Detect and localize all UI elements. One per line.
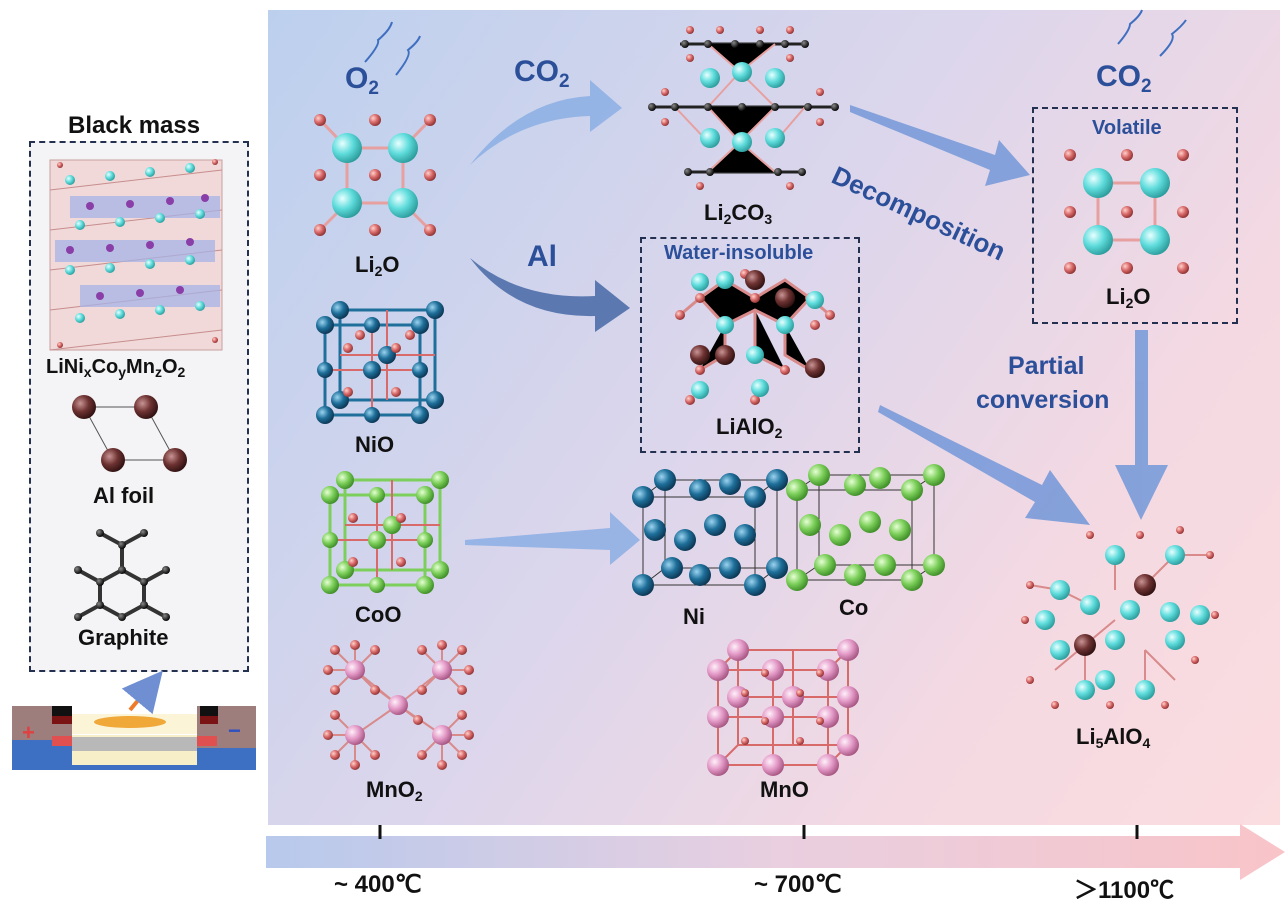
arrow-decomposition [850, 105, 1030, 186]
battery-cell-schematic [12, 670, 256, 770]
li2co3-label: Li2CO3 [704, 200, 773, 227]
arrow-al [470, 258, 630, 332]
temperature-axis [266, 824, 1285, 880]
arrow-to-li5alo4 [878, 405, 1090, 525]
co-structure [786, 464, 945, 591]
co2-label-release: CO2 [1096, 60, 1152, 97]
li5alo4-structure [1021, 526, 1219, 709]
black-mass-title: Black mass [68, 112, 201, 139]
li5alo4-label: Li5AlO4 [1076, 724, 1151, 751]
ni-structure [632, 469, 788, 596]
water-insoluble-box [640, 237, 860, 453]
nio-structure [316, 301, 444, 424]
al-foil-label: Al foil [93, 483, 155, 508]
arrow-co2 [470, 80, 622, 165]
reaction-arrows [465, 80, 1168, 565]
graphite-label: Graphite [78, 625, 169, 650]
temp-label-700: ~ 700℃ [754, 871, 842, 898]
ncm-structure [49, 159, 223, 351]
li2co3-structure [648, 26, 839, 190]
minus-sign: − [228, 718, 241, 743]
partial-label: Partial [1008, 352, 1085, 380]
co-label: Co [839, 595, 869, 620]
gas-release-arrows [364, 9, 1187, 76]
li2o-label-left: Li2O [355, 252, 400, 279]
al-arrow-label: Al [527, 240, 557, 273]
volatile-box [1032, 107, 1238, 324]
mno-label: MnO [760, 777, 809, 802]
mno2-structure [323, 640, 474, 770]
arrow-reduction [465, 512, 640, 565]
mno2-label: MnO2 [366, 777, 423, 804]
li2o-structure-right [1064, 149, 1189, 274]
conversion-label: conversion [976, 386, 1110, 414]
coo-label: CoO [355, 602, 402, 627]
lialo2-label: LiAlO2 [716, 414, 783, 441]
volatile-label: Volatile [1092, 117, 1162, 139]
graphite-structure [74, 529, 170, 621]
arrow-partial-conversion [1115, 330, 1168, 520]
al-foil-structure [72, 395, 187, 472]
plus-sign: + [22, 720, 35, 745]
temp-label-400: ~ 400℃ [334, 871, 422, 898]
ncm-label: LiNixCoyMnzO2 [46, 356, 186, 380]
li2o-label-right: Li2O [1106, 284, 1151, 311]
li2o-structure-left [314, 114, 436, 236]
mno-structure [707, 639, 859, 776]
co2-label-arrow: CO2 [514, 55, 570, 92]
o2-label: O2 [345, 62, 379, 99]
coo-structure [321, 471, 449, 594]
lialo2-structure [675, 269, 835, 405]
water-insoluble-label: Water-insoluble [664, 242, 814, 264]
nio-label: NiO [355, 432, 395, 457]
temp-label-1100: ＞1100℃ [1074, 877, 1175, 904]
ni-label: Ni [683, 604, 705, 629]
